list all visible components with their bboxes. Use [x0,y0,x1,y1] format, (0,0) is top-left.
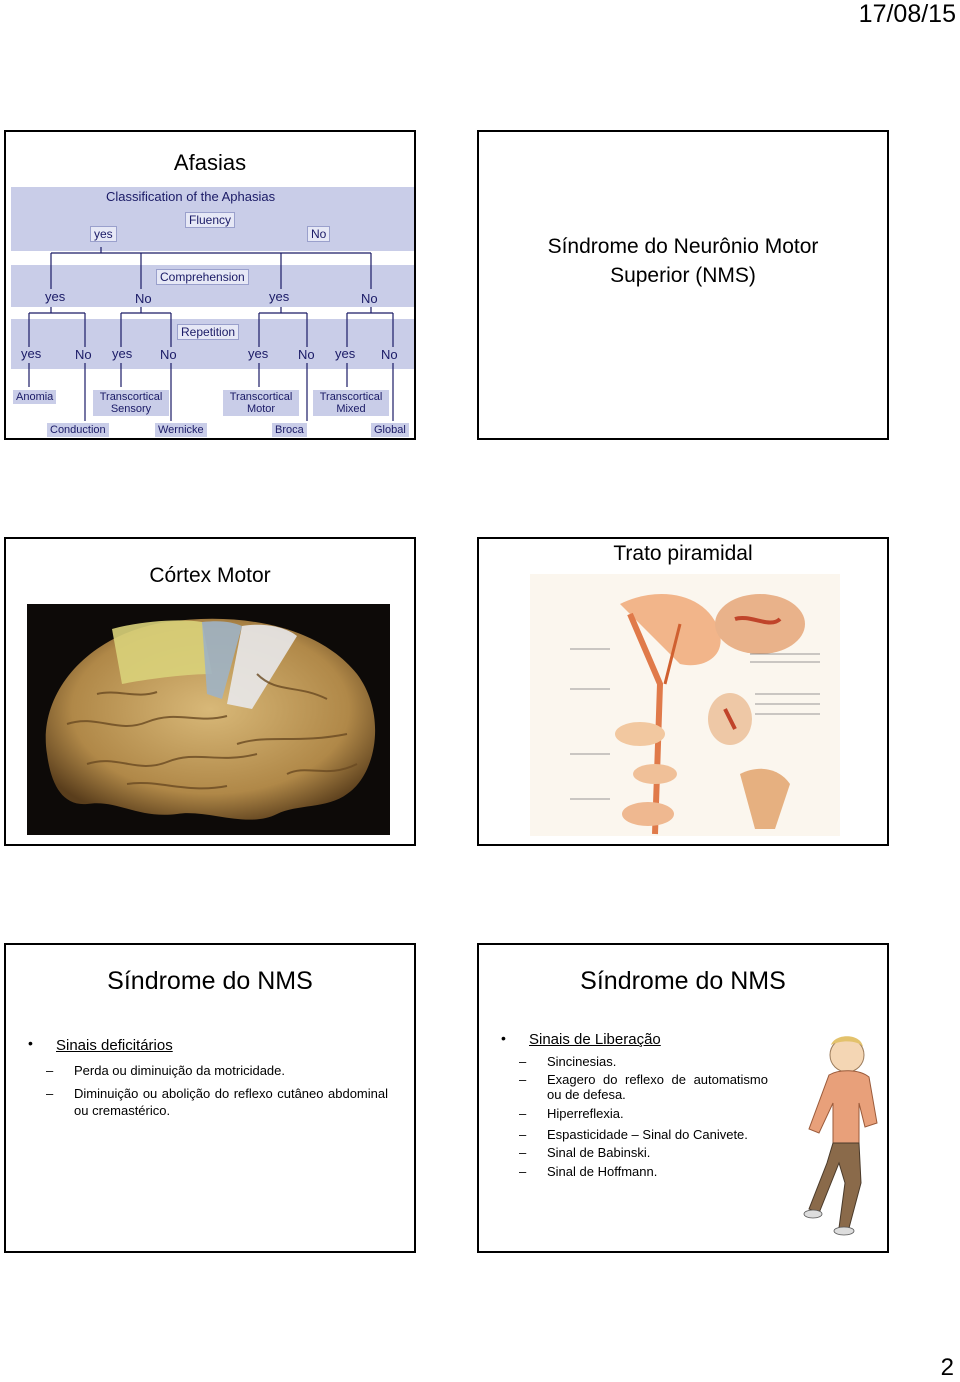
repetition-node: Repetition [177,324,240,340]
slide-sindrome-nms-liberacao: Síndrome do NMS • Sinais de Liberação Si… [477,943,889,1253]
list-item: Sinal de Babinski. [519,1144,650,1161]
slide-title: Afasias [173,150,247,175]
no-label: No [298,347,315,362]
slide-title: Síndrome do Neurônio Motor Superior (NMS… [547,235,819,287]
list-item: Sinal de Hoffmann. [519,1163,657,1180]
bullet-dot: • [501,1030,506,1046]
header-date: 17/08/15 [858,0,956,28]
chart-heading: Classification of the Aphasias [106,189,276,204]
yes-node: yes [90,226,117,242]
no-label: No [75,347,92,362]
yes-label: yes [21,346,42,361]
result-anomia: Anomia [13,390,57,404]
brain-image [27,604,390,835]
comprehension-node: Comprehension [156,269,249,285]
page-number: 2 [940,1354,954,1381]
result-conduction: Conduction [47,423,109,437]
slide-cortex-motor: Córtex Motor [4,537,416,846]
no-label: No [381,347,398,362]
pyramidal-tract-illustration [530,574,840,836]
list-item: Sincinesias. [519,1053,617,1070]
bullet-dot: • [28,1035,33,1051]
bullet-sinais-deficitarios: Sinais deficitários [56,1037,173,1054]
slide-sindrome-nms-title: Síndrome do Neurônio Motor Superior (NMS… [477,130,889,440]
no-node: No [307,226,331,242]
result-transcortical-motor: Transcortical Motor [223,390,299,416]
slide-trato-piramidal: Trato piramidal [477,537,889,846]
slide-title: Síndrome do NMS [107,967,313,995]
yes-label: yes [112,346,133,361]
yes-label: yes [335,346,356,361]
spastic-gait-illustration [799,1033,884,1238]
bullet-sinais-liberacao: Sinais de Liberação [529,1031,661,1048]
result-transcortical-sensory: Transcortical Sensory [93,390,169,416]
chart-arrows [28,247,394,421]
fluency-node: Fluency [185,212,236,228]
result-global: Global [371,423,409,437]
yes-label: yes [269,289,290,304]
no-label: No [135,291,152,306]
slide-title: Córtex Motor [149,564,271,587]
aphasia-classification-chart: Classification of the Aphasias Fluency y… [11,187,414,437]
list-item: Hiperreflexia. [519,1105,623,1122]
slide-title: Trato piramidal [613,542,753,565]
list-item: Espasticidade – Sinal do Canivete. [519,1126,748,1143]
yes-label: yes [45,289,66,304]
list-item: Exagero do reflexo de automatismo ou de … [519,1072,768,1102]
list-item: Perda ou diminuição da motricidade. [46,1062,394,1079]
result-wernicke: Wernicke [155,423,207,437]
result-broca: Broca [272,423,307,437]
slide-afasias: Afasias Classification of the Aphasias F… [4,130,416,440]
slide-title: Síndrome do NMS [580,967,786,995]
no-label: No [160,347,177,362]
yes-label: yes [248,346,269,361]
no-label: No [361,291,378,306]
list-item: Diminuição ou abolição do reflexo cutâne… [46,1085,388,1119]
slide-sindrome-nms-deficitarios: Síndrome do NMS • Sinais deficitários Pe… [4,943,416,1253]
result-transcortical-mixed: Transcortical Mixed [313,390,389,416]
